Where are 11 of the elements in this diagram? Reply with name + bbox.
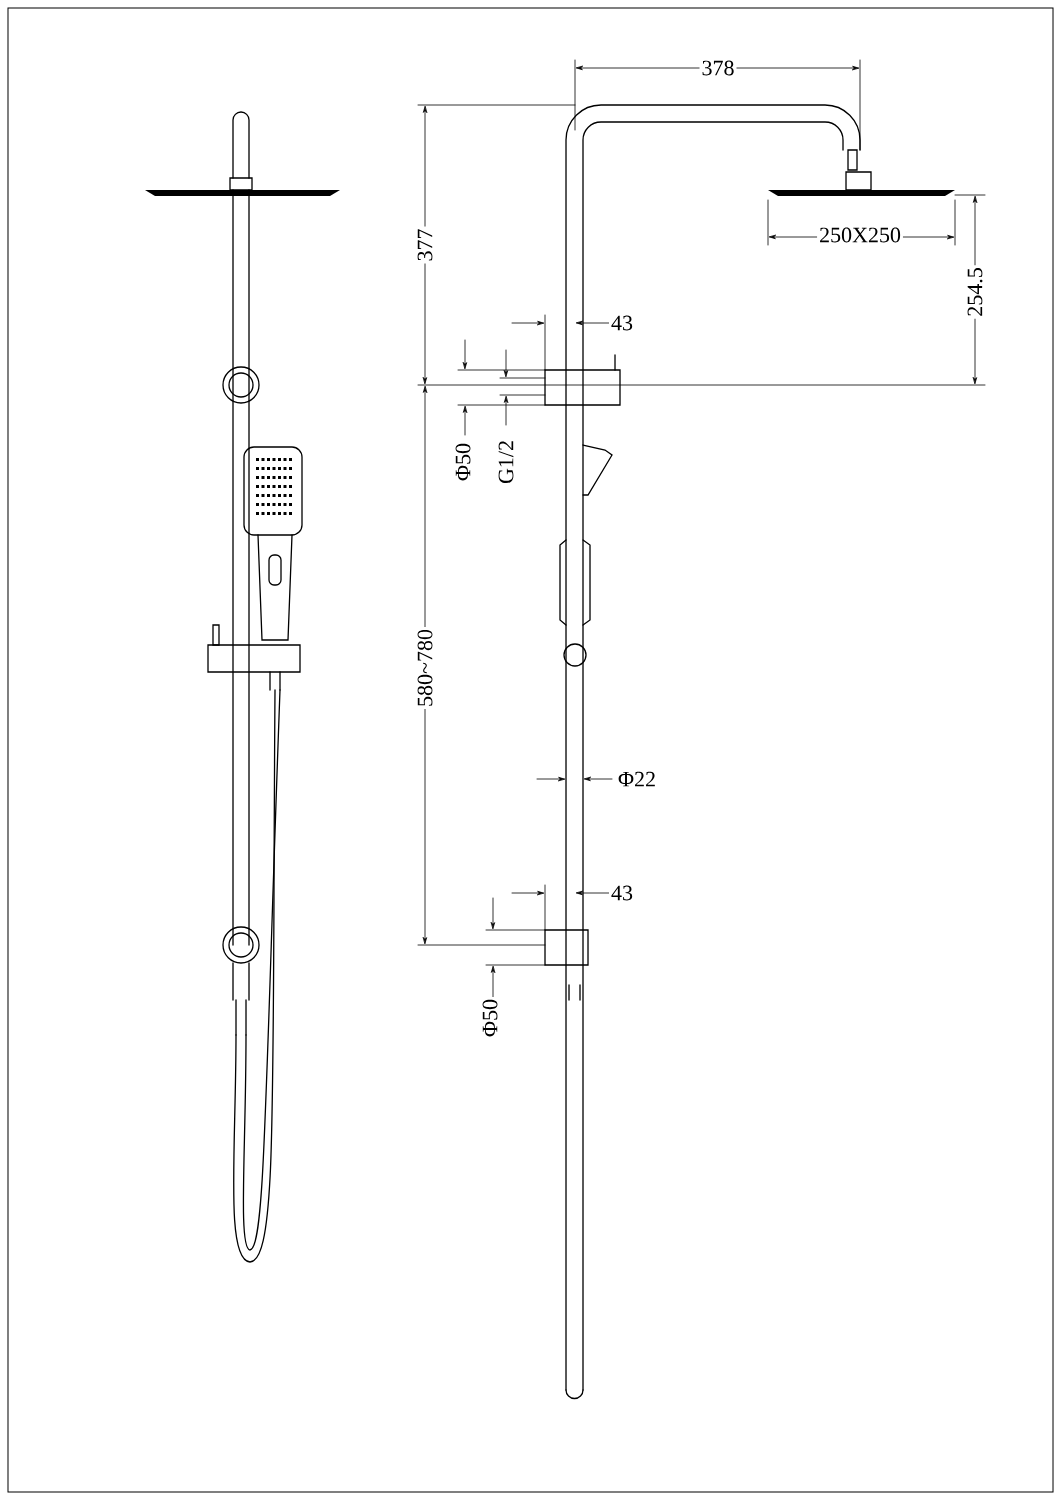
dimension-label: 580~780 [415,627,435,709]
dimension-label: 254.5 [965,265,985,319]
dimension-label: 250X250 [817,225,903,245]
dimension-label: 43 [609,883,635,903]
dimension-label: 378 [699,58,737,78]
dimension-label: Φ50 [480,996,500,1040]
dimension-label: 377 [415,226,435,264]
dimension-label: G1/2 [496,438,516,486]
dimension-label: 43 [609,313,635,333]
dimension-label: Φ22 [615,769,659,789]
dimension-label: Φ50 [453,440,473,484]
